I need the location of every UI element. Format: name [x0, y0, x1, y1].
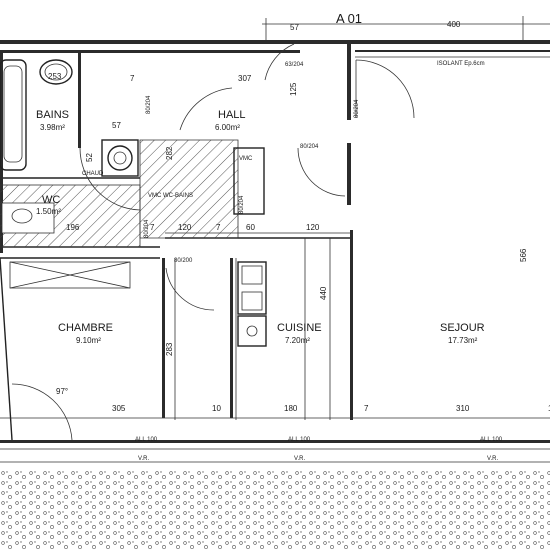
dim-305: 305: [112, 404, 126, 413]
all-label-3: ALL 100: [480, 437, 503, 443]
door-80-e: 80/204: [239, 195, 245, 214]
door-labels: 63/204 80/204 80/204 80/204 80/200 80/20…: [144, 62, 360, 264]
isolant-note: ISOLANT Ep.6cm: [437, 61, 485, 67]
exterior-walls: [0, 40, 550, 463]
dim-57b: 57: [112, 121, 121, 130]
sanitary-fixtures: VMC: [0, 59, 267, 347]
dim-10a: 10: [212, 404, 221, 413]
top-dimension-line: [262, 16, 550, 40]
hall-area: 6.00m²: [215, 123, 240, 132]
wc-name: WC: [42, 194, 60, 206]
chaud-note: CHAUD: [82, 171, 104, 177]
sejour-name: SEJOUR: [440, 322, 485, 334]
dim-120a: 120: [178, 223, 192, 232]
dim-180: 180: [284, 404, 298, 413]
gravel-strip: [0, 470, 550, 550]
hall-name: HALL: [218, 109, 246, 121]
door-80-a: 80/204: [354, 99, 360, 118]
dim-307: 307: [238, 74, 252, 83]
door-80-c: 80/200: [174, 258, 193, 264]
vmc-wc-note: VMC WC-BAINS: [148, 193, 193, 199]
dim-125: 125: [289, 82, 298, 96]
bains-name: BAINS: [36, 109, 69, 121]
dim-7c: 7: [216, 223, 221, 232]
dim-310: 310: [456, 404, 470, 413]
dim-283: 283: [165, 342, 174, 356]
chambre-area: 9.10m²: [76, 336, 101, 345]
plan-notes: ISOLANT Ep.6cm VMC WC-BAINS CHAUD ALL 10…: [82, 61, 503, 462]
dim-196: 196: [66, 223, 80, 232]
dim-10b: 10: [548, 404, 550, 413]
cuisine-area: 7.20m²: [285, 336, 310, 345]
door-63: 63/204: [285, 62, 304, 68]
door-80-d: 80/204: [144, 219, 150, 238]
dim-60: 60: [246, 223, 255, 232]
door-80-v: 80/204: [146, 95, 152, 114]
all-label-1: ALL 100: [135, 437, 158, 443]
vr-label-1: V.R.: [138, 456, 149, 462]
vr-label-3: V.R.: [487, 456, 498, 462]
vr-label-2: V.R.: [294, 456, 305, 462]
all-label-2: ALL 100: [288, 437, 311, 443]
dim-282: 282: [165, 146, 174, 160]
dimension-labels: 57 400 307 7 57 125 282 52 196 7 120 7 6…: [0, 20, 550, 419]
cuisine-name: CUISINE: [277, 322, 322, 334]
dim-120b: 120: [306, 223, 320, 232]
chambre-name: CHAMBRE: [58, 322, 113, 334]
dim-97: 97°: [56, 387, 68, 396]
technical-shaft-hatched: [0, 139, 239, 248]
wc-area: 1.50m²: [36, 207, 61, 216]
sheet-ref: A 01: [336, 11, 362, 26]
door-80-b: 80/204: [300, 144, 319, 150]
dim-7b: 7: [150, 223, 155, 232]
door-swings: [11, 43, 415, 441]
bains-area: 3.98m²: [40, 123, 65, 132]
dim-7a: 7: [130, 74, 135, 83]
dim-440: 440: [319, 286, 328, 300]
dim-7d: 7: [364, 404, 369, 413]
dim-566: 566: [519, 248, 528, 262]
sejour-area: 17.73m²: [448, 336, 478, 345]
dim-253: 253: [48, 72, 62, 81]
dim-top-57: 57: [290, 23, 299, 32]
room-labels: BAINS 3.98m² HALL 6.00m² WC 1.50m² CHAMB…: [36, 109, 485, 345]
dim-52: 52: [85, 153, 94, 162]
dim-top-400: 400: [447, 20, 461, 29]
vmc-label: VMC: [239, 156, 253, 162]
